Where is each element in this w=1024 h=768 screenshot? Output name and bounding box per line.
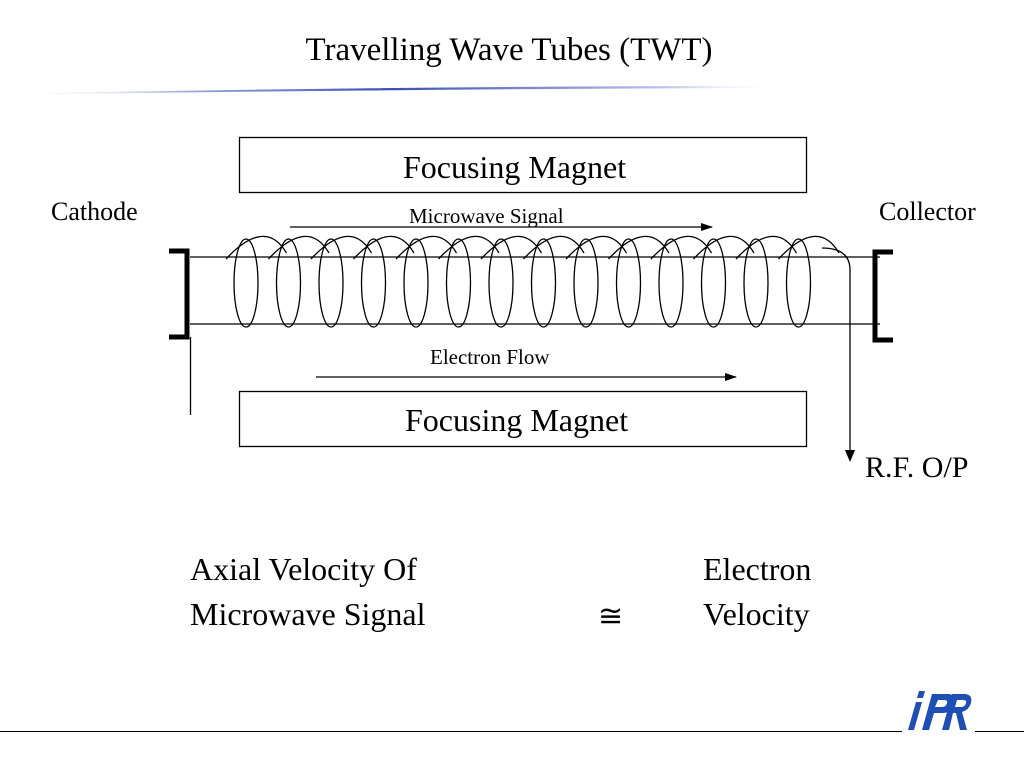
rf-output-lead bbox=[821, 247, 851, 453]
helix-connector bbox=[480, 235, 543, 260]
helix-connector bbox=[778, 235, 840, 260]
helix-turn bbox=[615, 238, 642, 328]
helix-connector bbox=[608, 235, 670, 260]
helix-coil bbox=[225, 235, 840, 328]
relation-right-line-1: Electron bbox=[703, 551, 812, 587]
focusing-magnet-top-label: Focusing Magnet bbox=[403, 149, 627, 185]
focusing-magnet-bottom-box bbox=[238, 390, 808, 448]
focusing-magnet-top-box bbox=[238, 136, 808, 194]
helix-connector bbox=[225, 235, 288, 260]
helix-connector bbox=[353, 235, 415, 260]
institute-logo-icon bbox=[908, 691, 972, 730]
focusing-magnet-bottom-label: Focusing Magnet bbox=[405, 402, 629, 438]
microwave-signal-label: Microwave Signal bbox=[409, 204, 564, 228]
helix-turn bbox=[700, 238, 727, 328]
relation-left-line-2: Microwave Signal bbox=[190, 596, 426, 632]
title-rule bbox=[0, 86, 780, 95]
helix-turn bbox=[530, 238, 557, 328]
cathode-label: Cathode bbox=[51, 197, 138, 226]
helix-turn bbox=[275, 238, 302, 328]
helix-turn bbox=[233, 238, 259, 328]
collector-label: Collector bbox=[879, 197, 976, 226]
cathode-bracket bbox=[169, 248, 190, 340]
helix-turn bbox=[573, 238, 599, 328]
helix-turn bbox=[445, 238, 472, 328]
rf-output-label: R.F. O/P bbox=[865, 451, 969, 484]
helix-turn bbox=[360, 238, 387, 328]
relation-left-line-1: Axial Velocity Of bbox=[190, 551, 417, 587]
electron-flow-label: Electron Flow bbox=[430, 345, 550, 369]
relation-right-line-2: Velocity bbox=[703, 596, 810, 632]
helix-connector bbox=[268, 235, 330, 260]
helix-turn bbox=[743, 238, 769, 328]
helix-connector bbox=[650, 235, 713, 260]
collector-bracket bbox=[872, 249, 893, 343]
helix-connector bbox=[523, 235, 585, 260]
slide-title: Travelling Wave Tubes (TWT) bbox=[305, 32, 713, 68]
helix-connector bbox=[693, 235, 755, 260]
footer-rule-right bbox=[975, 731, 1024, 732]
helix-connector bbox=[310, 235, 373, 260]
helix-connector bbox=[565, 235, 628, 260]
helix-connector bbox=[735, 235, 798, 260]
rf-output-arrowhead bbox=[845, 450, 855, 462]
helix-connector bbox=[395, 235, 458, 260]
helix-turn bbox=[403, 238, 429, 328]
helix-turn bbox=[658, 238, 684, 328]
helix-connector bbox=[438, 235, 500, 260]
helix-turn bbox=[785, 238, 812, 328]
helix-turn bbox=[488, 238, 514, 328]
approx-equal-symbol: ≅ bbox=[598, 600, 624, 633]
helix-turn bbox=[318, 238, 344, 328]
footer-rule-left bbox=[0, 731, 902, 732]
